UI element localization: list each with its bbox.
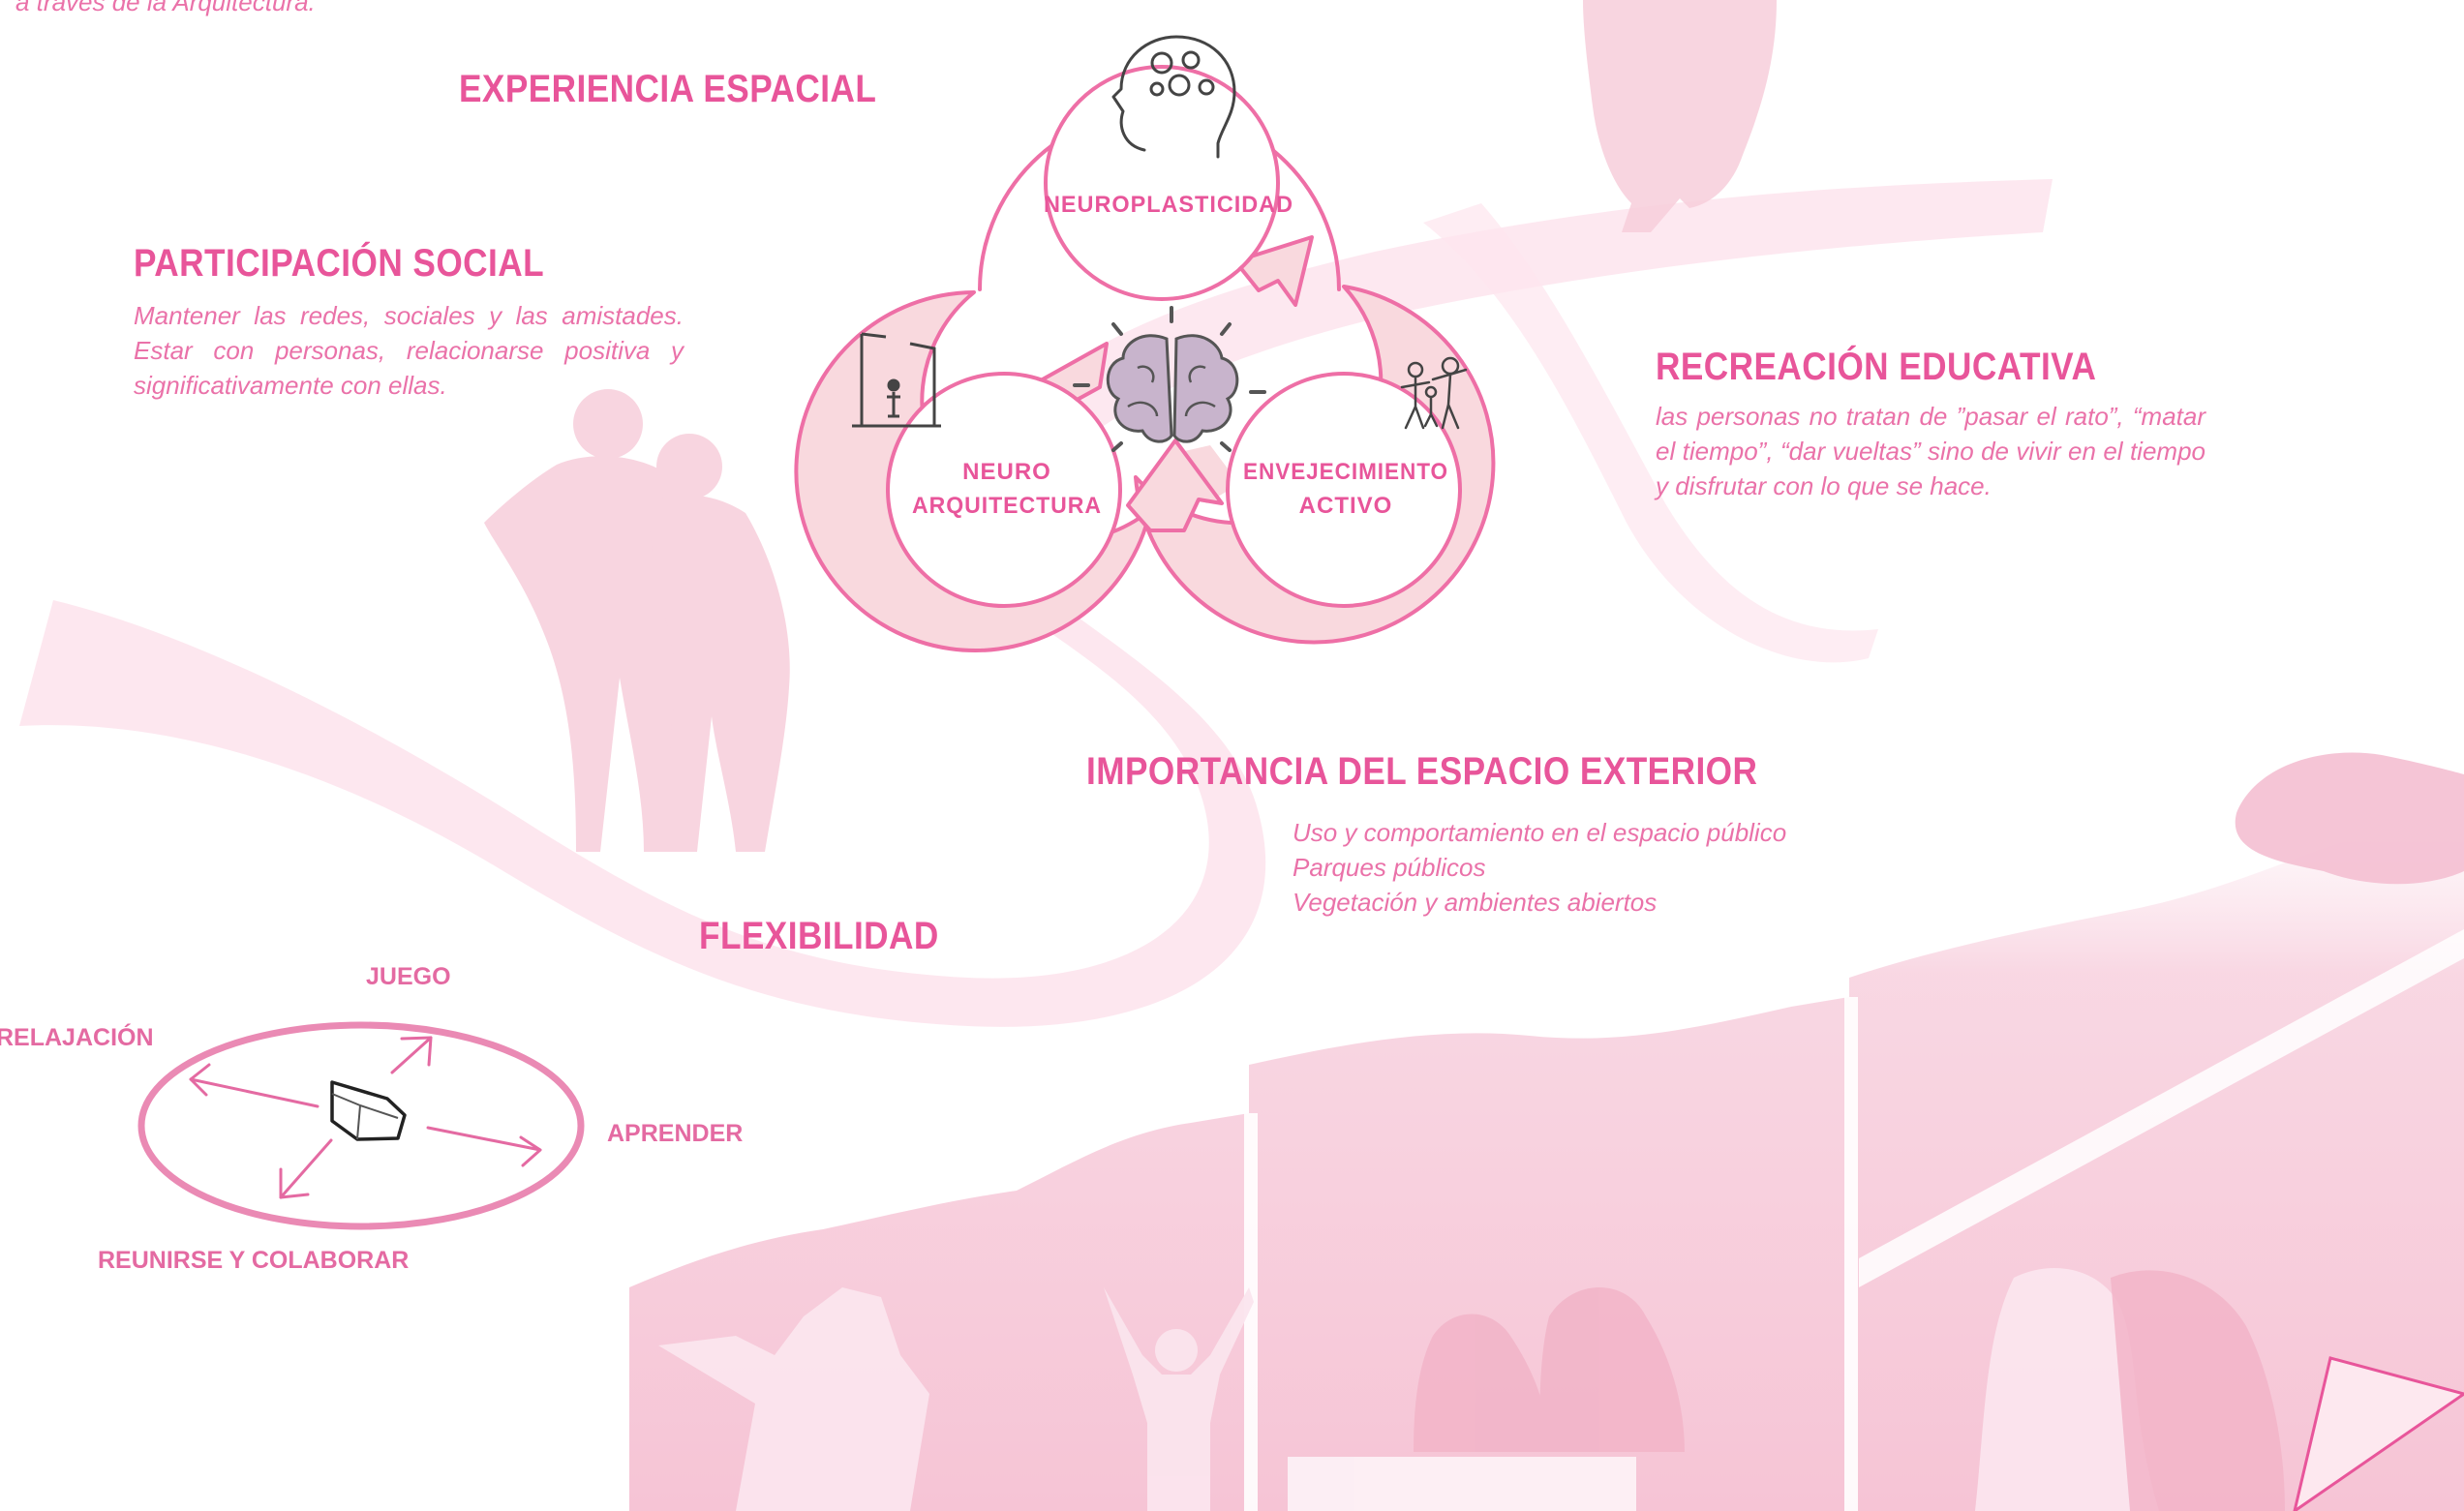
elderly-couple-silhouette (484, 389, 790, 852)
heading-experiencia-espacial: EXPERIENCIA ESPACIAL (459, 68, 877, 110)
importancia-line: Vegetación y ambientes abiertos (1293, 888, 1658, 917)
corner-triangle-outline (2293, 1356, 2464, 1511)
label-aprender: APRENDER (607, 1120, 744, 1147)
description-participacion-social: Mantener las redes, sociales y las amist… (134, 301, 684, 400)
walking-person-silhouette (1583, 0, 1777, 232)
heading-participacion-social: PARTICIPACIÓN SOCIAL (134, 242, 545, 285)
importancia-line: Parques públicos (1293, 853, 1486, 882)
description-recreacion-educativa: las personas no tratan de ”pasar el rato… (1656, 402, 2205, 500)
heading-recreacion-educativa: RECREACIÓN EDUCATIVA (1656, 346, 2097, 388)
heading-importancia-espacio-exterior: IMPORTANCIA DEL ESPACIO EXTERIOR (1086, 750, 1758, 793)
label-reunirse-y-colaborar: REUNIRSE Y COLABORAR (98, 1247, 410, 1274)
photo-strip (629, 752, 2464, 1511)
heading-flexibilidad: FLEXIBILIDAD (699, 915, 939, 957)
label-juego: JUEGO (366, 963, 451, 990)
description-importancia-espacio-exterior: Uso y comportamiento en el espacio públi… (1293, 815, 1786, 920)
top-text-fragment: a través de la Arquitectura. (15, 0, 316, 16)
importancia-line: Uso y comportamiento en el espacio públi… (1293, 818, 1787, 847)
label-relajacion: RELAJACIÓN (0, 1024, 154, 1051)
